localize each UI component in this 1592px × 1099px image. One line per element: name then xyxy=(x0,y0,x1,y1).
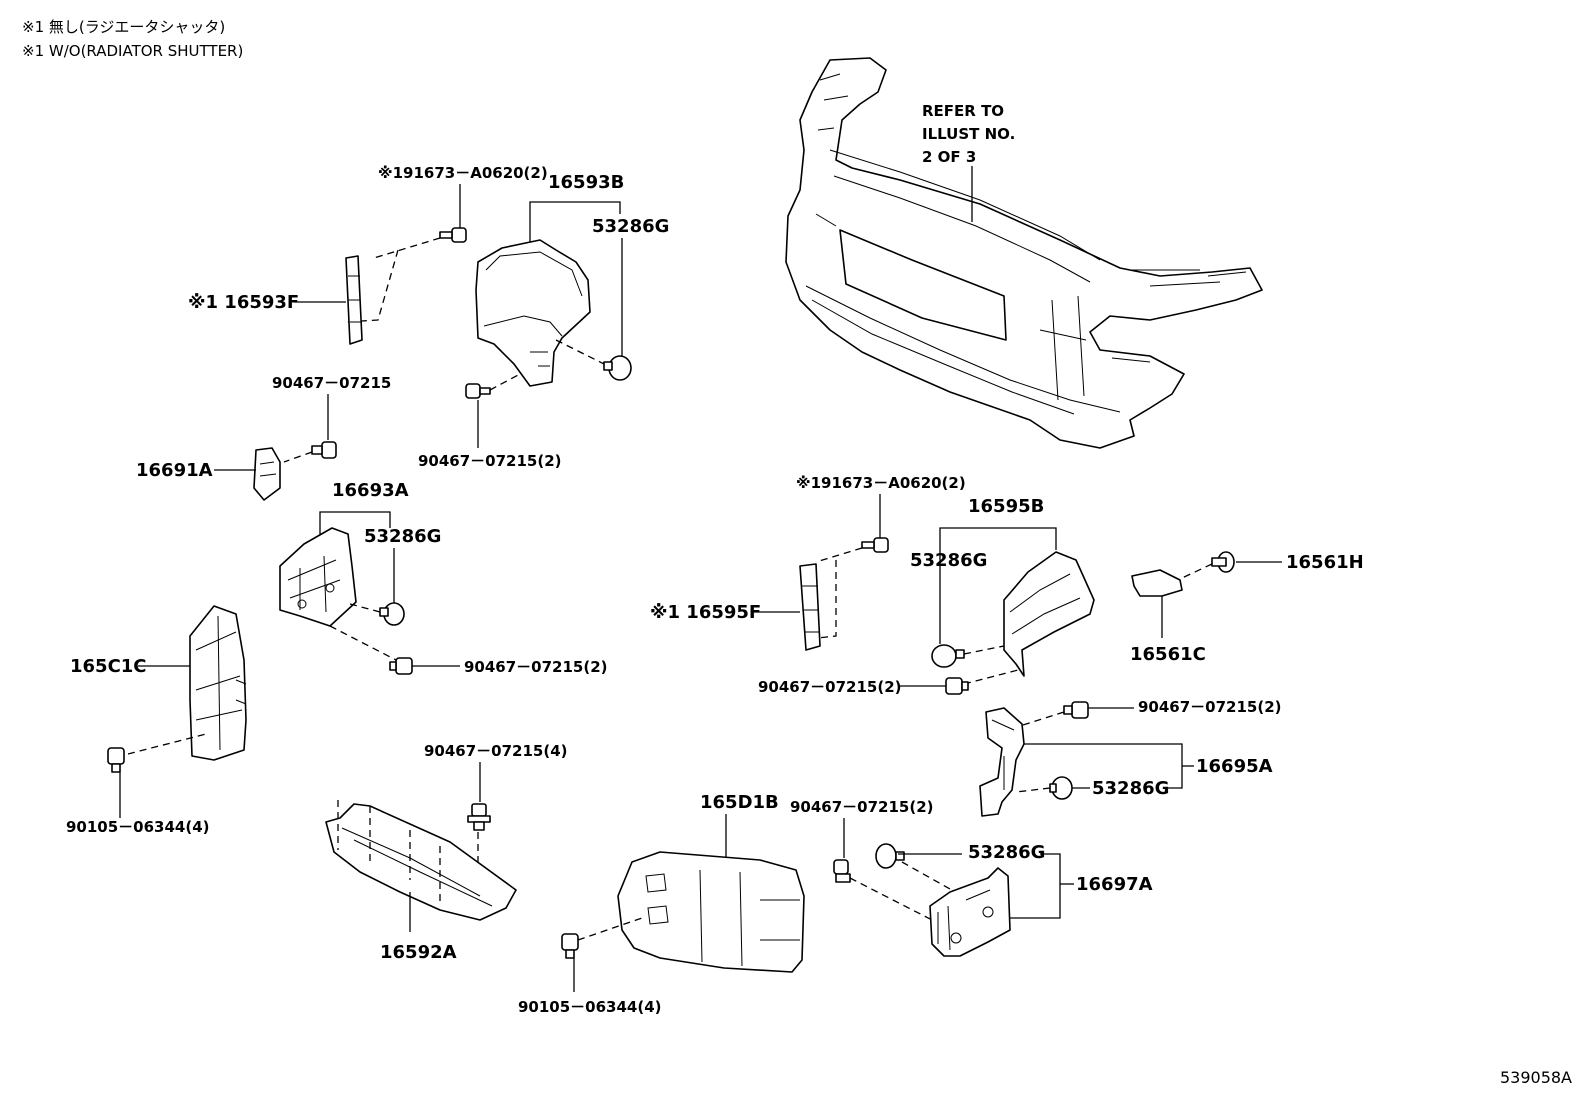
label-90467-mid-right: 90467－07215(2) xyxy=(758,678,902,696)
label-90467-lower-right: 90467－07215(2) xyxy=(790,798,934,816)
bolt-90467-right-icon xyxy=(1063,701,1089,719)
part-165D1B-icon xyxy=(617,851,805,973)
label-90467-right: 90467－07215(2) xyxy=(1138,698,1282,716)
bolt-90467-single-icon xyxy=(311,441,337,459)
refer-text-line3: 2 OF 3 xyxy=(922,148,976,166)
part-165C1C-icon xyxy=(189,605,247,761)
note-japanese: ※1 無し(ラジエータシャッタ) xyxy=(22,18,226,36)
label-90467-mid-left: 90467－07215(2) xyxy=(464,658,608,676)
clip-53286G-mid-right-icon xyxy=(931,644,965,668)
part-16595B-icon xyxy=(1003,551,1095,677)
label-16695A: 16695A xyxy=(1196,756,1273,777)
bolt-90467-mid-left-icon xyxy=(389,657,413,675)
label-165C1C: 165C1C xyxy=(70,656,147,677)
label-16561H: 16561H xyxy=(1286,552,1364,573)
label-53286G-upper: 53286G xyxy=(592,216,669,237)
part-16691A-icon xyxy=(253,447,281,501)
bolt-90467-lower-right-icon xyxy=(833,859,851,883)
label-90105-right: 90105－06344(4) xyxy=(518,998,662,1016)
part-16695A-icon xyxy=(979,707,1025,817)
label-16561C: 16561C xyxy=(1130,644,1206,665)
label-16592A: 16592A xyxy=(380,942,457,963)
label-16697A: 16697A xyxy=(1076,874,1153,895)
label-53286G-mid-left: 53286G xyxy=(364,526,441,547)
part-16595F-icon xyxy=(799,563,821,651)
bolt-91673-lower-icon xyxy=(861,537,889,553)
illustration-code: 539058A xyxy=(1499,1068,1572,1087)
part-16697A-icon xyxy=(929,867,1011,957)
clip-90467-quad-icon xyxy=(467,803,491,831)
part-16561C-icon xyxy=(1131,569,1183,597)
note-english: ※1 W/O(RADIATOR SHUTTER) xyxy=(22,42,244,60)
label-53286G-mid-right: 53286G xyxy=(910,550,987,571)
part-16593B-icon xyxy=(475,239,591,387)
bolt-90105-left-icon xyxy=(107,747,125,773)
bolt-90105-right-icon xyxy=(561,933,579,959)
label-90467-quad: 90467－07215(4) xyxy=(424,742,568,760)
label-165D1B: 165D1B xyxy=(700,792,779,813)
part-16693A-icon xyxy=(279,527,357,627)
label-91673-lower: ※191673－A0620(2) xyxy=(796,474,966,492)
clip-53286G-mid-left-icon xyxy=(379,602,405,626)
clip-53286G-right-icon xyxy=(1049,776,1073,800)
label-16691A: 16691A xyxy=(136,460,213,481)
clip-16561H-icon xyxy=(1211,551,1235,573)
part-16593F-icon xyxy=(345,255,363,345)
label-16693A: 16693A xyxy=(332,480,409,501)
bolt-91673-upper-icon xyxy=(439,227,467,243)
refer-text-line2: ILLUST NO. xyxy=(922,125,1015,143)
bolt-90467-upper-icon xyxy=(465,383,491,399)
refer-text-line1: REFER TO xyxy=(922,102,1004,120)
label-16593B: 16593B xyxy=(548,172,624,193)
clip-53286G-upper-icon xyxy=(603,355,632,381)
label-90467-single: 90467－07215 xyxy=(272,374,391,392)
label-16593F: ※1 16593F xyxy=(188,292,299,313)
label-16595B: 16595B xyxy=(968,496,1044,517)
clip-53286G-lower-right-icon xyxy=(875,843,905,869)
label-16595F: ※1 16595F xyxy=(650,602,761,623)
bolt-90467-mid-right-icon xyxy=(945,677,969,695)
label-90467-upper-pair: 90467－07215(2) xyxy=(418,452,562,470)
label-91673-upper: ※191673－A0620(2) xyxy=(378,164,548,182)
label-53286G-right: 53286G xyxy=(1092,778,1169,799)
label-53286G-lower-right: 53286G xyxy=(968,842,1045,863)
radiator-support-illustration xyxy=(785,57,1263,449)
label-90105-left: 90105－06344(4) xyxy=(66,818,210,836)
